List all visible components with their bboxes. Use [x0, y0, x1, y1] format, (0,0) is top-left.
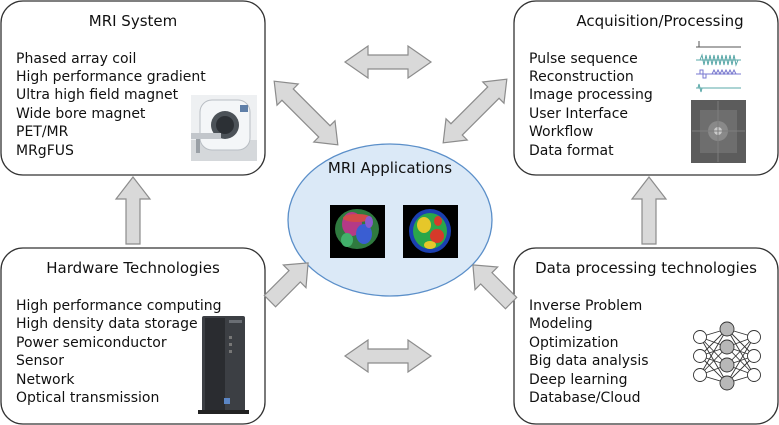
up-arrow-left [114, 176, 152, 245]
neural-network-icon [693, 321, 761, 391]
list-item: Deep learning [529, 372, 627, 388]
mri-system-title: MRI System [89, 12, 178, 30]
list-item: Image processing [529, 87, 653, 103]
pulse-sequence-image [696, 41, 741, 93]
mri-system-list: Phased array coil High performance gradi… [16, 51, 206, 159]
list-item: Modeling [529, 316, 593, 332]
list-item: High density data storage [16, 316, 198, 332]
list-item: Data format [529, 143, 614, 159]
list-item: Database/Cloud [529, 390, 641, 406]
list-item: Optical transmission [16, 390, 159, 406]
computer-tower-image [198, 316, 249, 414]
double-arrow-top [343, 44, 433, 80]
list-item: High performance computing [16, 298, 222, 314]
data-processing-list: Inverse Problem Modeling Optimization Bi… [529, 298, 649, 406]
double-arrow-bottom [343, 338, 433, 374]
acquisition-list: Pulse sequence Reconstruction Image proc… [529, 51, 653, 159]
list-item: Wide bore magnet [16, 106, 146, 122]
box-data-processing [513, 247, 779, 425]
list-item: User Interface [529, 106, 628, 122]
list-item: MRgFUS [16, 143, 74, 159]
list-item: PET/MR [16, 124, 69, 140]
list-item: Network [16, 372, 75, 388]
box-hardware-technologies [0, 247, 266, 425]
double-arrow-upper-right [442, 78, 508, 144]
brain-perfusion-image [403, 205, 458, 258]
list-item: Inverse Problem [529, 298, 642, 314]
acquisition-processing-title: Acquisition/Processing [576, 12, 743, 30]
brain-dti-image [330, 205, 385, 258]
double-arrow-upper-left [273, 80, 339, 146]
up-arrow-right [630, 176, 668, 245]
list-item: Power semiconductor [16, 335, 167, 351]
list-item: Workflow [529, 124, 593, 140]
list-item: Ultra high field magnet [16, 87, 179, 103]
k-space-image [691, 100, 746, 163]
list-item: Reconstruction [529, 69, 634, 85]
arrows [114, 44, 668, 374]
list-item: Pulse sequence [529, 51, 638, 67]
data-processing-title: Data processing technologies [535, 259, 757, 277]
list-item: Sensor [16, 353, 64, 369]
mri-applications-title: MRI Applications [328, 159, 452, 177]
arrow-lower-left [263, 262, 309, 308]
list-item: High performance gradient [16, 69, 206, 85]
mri-scanner-image [191, 95, 257, 161]
list-item: Big data analysis [529, 353, 649, 369]
list-item: Optimization [529, 335, 619, 351]
hardware-list: High performance computing High density … [16, 298, 222, 406]
arrow-lower-right [472, 264, 518, 310]
list-item: Phased array coil [16, 51, 136, 67]
hardware-technologies-title: Hardware Technologies [46, 259, 220, 277]
